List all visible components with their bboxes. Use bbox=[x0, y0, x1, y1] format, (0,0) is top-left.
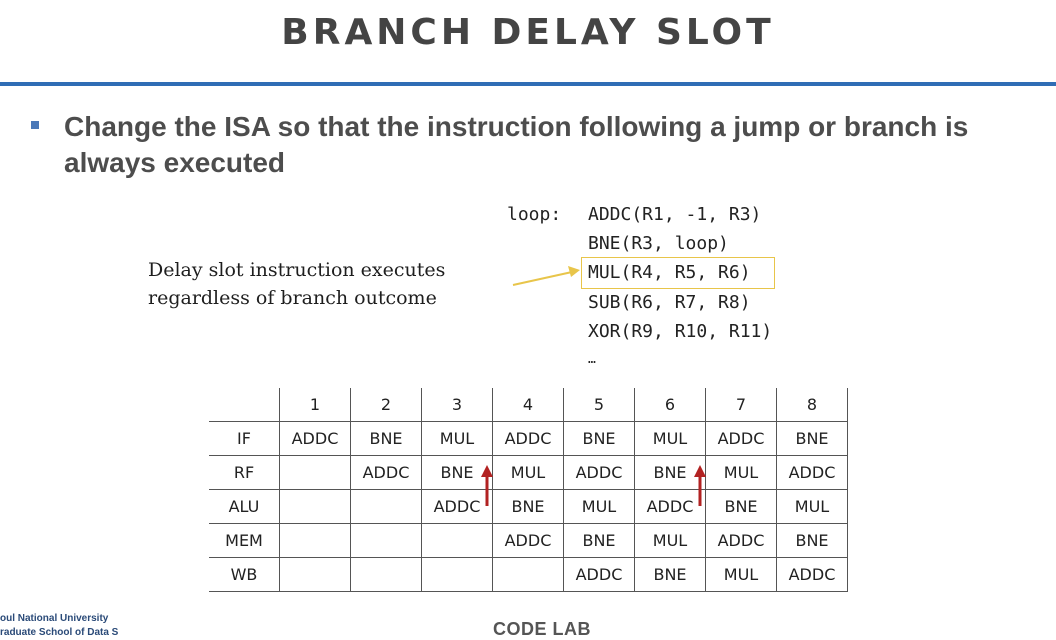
code-loop-label: loop: bbox=[507, 204, 562, 225]
pipeline-cell: BNE bbox=[563, 523, 635, 558]
pipeline-cell: ADDC bbox=[776, 455, 848, 490]
stage-label-cell: ALU bbox=[209, 489, 280, 524]
stage-label-cell: WB bbox=[209, 557, 280, 592]
delay-slot-annotation: Delay slot instruction executes regardle… bbox=[148, 256, 445, 312]
pipeline-cell: BNE bbox=[492, 489, 564, 524]
bullet-square-icon bbox=[31, 121, 39, 129]
pipeline-cell: ADDC bbox=[350, 455, 422, 490]
pipeline-cell bbox=[279, 489, 351, 524]
annotation-line: Delay slot instruction executes bbox=[148, 259, 446, 281]
pipeline-cell: BNE bbox=[421, 455, 493, 506]
pipeline-cell bbox=[279, 557, 351, 592]
bullet-text: Change the ISA so that the instruction f… bbox=[64, 111, 969, 178]
pipeline-cell: ADDC bbox=[279, 421, 351, 456]
cycle-header-cell: 3 bbox=[421, 388, 493, 422]
pipeline-cell: MUL bbox=[563, 489, 635, 524]
title-rule bbox=[0, 82, 1056, 86]
pipeline-cell bbox=[350, 489, 422, 524]
pipeline-cell bbox=[492, 557, 564, 592]
pipeline-cell: BNE bbox=[350, 421, 422, 456]
cycle-header-cell: 1 bbox=[279, 388, 351, 422]
code-line: SUB(R6, R7, R8) bbox=[588, 292, 751, 313]
pipeline-cell: ADDC bbox=[705, 523, 777, 558]
code-lab-label: CODE LAB bbox=[493, 619, 591, 639]
pipeline-cell: MUL bbox=[634, 523, 706, 558]
pipeline-corner-cell bbox=[209, 388, 280, 422]
bypass-up-arrow-icon bbox=[694, 465, 706, 506]
pipeline-cell: BNE bbox=[776, 421, 848, 456]
cycle-header-cell: 8 bbox=[776, 388, 848, 422]
pipeline-cell: ADDC bbox=[492, 421, 564, 456]
university-logo-text: oul National University raduate School o… bbox=[0, 612, 118, 640]
cycle-header-cell: 7 bbox=[705, 388, 777, 422]
cycle-header-cell: 2 bbox=[350, 388, 422, 422]
university-line: raduate School of Data S bbox=[0, 627, 119, 638]
stage-label-cell: IF bbox=[209, 421, 280, 456]
pipeline-cell: BNE bbox=[634, 455, 706, 506]
pipeline-cell: ADDC bbox=[705, 421, 777, 456]
pipeline-cell: BNE bbox=[634, 557, 706, 592]
pipeline-cell: MUL bbox=[705, 455, 777, 490]
code-line: ADDC(R1, -1, R3) bbox=[588, 204, 762, 225]
cycle-header-cell: 5 bbox=[563, 388, 635, 422]
cycle-header-cell: 6 bbox=[634, 388, 706, 422]
pipeline-cell bbox=[279, 523, 351, 558]
slide-title: BRANCH DELAY SLOT bbox=[281, 12, 775, 53]
annotation-arrow-icon bbox=[512, 266, 580, 286]
code-line-highlighted: MUL(R4, R5, R6) bbox=[588, 262, 751, 283]
pipeline-cell bbox=[350, 557, 422, 592]
delay-slot-highlight-box bbox=[581, 257, 775, 289]
annotation-line: regardless of branch outcome bbox=[148, 287, 437, 309]
code-ellipsis: … bbox=[588, 352, 596, 367]
cycle-header-cell: 4 bbox=[492, 388, 564, 422]
pipeline-cell: ADDC bbox=[563, 455, 635, 490]
pipeline-cell: ADDC bbox=[776, 557, 848, 592]
pipeline-cell: BNE bbox=[705, 489, 777, 524]
pipeline-cell: BNE bbox=[563, 421, 635, 456]
pipeline-cell: BNE bbox=[776, 523, 848, 558]
pipeline-cell: MUL bbox=[776, 489, 848, 524]
stage-label-cell: RF bbox=[209, 455, 280, 490]
pipeline-cell: ADDC bbox=[492, 523, 564, 558]
university-line: oul National University bbox=[0, 613, 109, 624]
pipeline-cell: ADDC bbox=[421, 489, 493, 524]
code-line: BNE(R3, loop) bbox=[588, 233, 729, 254]
pipeline-cell: MUL bbox=[421, 421, 493, 456]
bypass-up-arrow-icon bbox=[481, 465, 493, 506]
pipeline-cell bbox=[350, 523, 422, 558]
stage-label-cell: MEM bbox=[209, 523, 280, 558]
pipeline-cell: MUL bbox=[634, 421, 706, 456]
pipeline-cell: MUL bbox=[492, 455, 564, 490]
pipeline-cell bbox=[421, 523, 493, 558]
code-line: XOR(R9, R10, R11) bbox=[588, 321, 773, 342]
pipeline-cell bbox=[421, 557, 493, 592]
pipeline-cell bbox=[279, 455, 351, 490]
pipeline-cell: MUL bbox=[705, 557, 777, 592]
pipeline-cell: ADDC bbox=[634, 489, 706, 524]
pipeline-cell: ADDC bbox=[563, 557, 635, 592]
